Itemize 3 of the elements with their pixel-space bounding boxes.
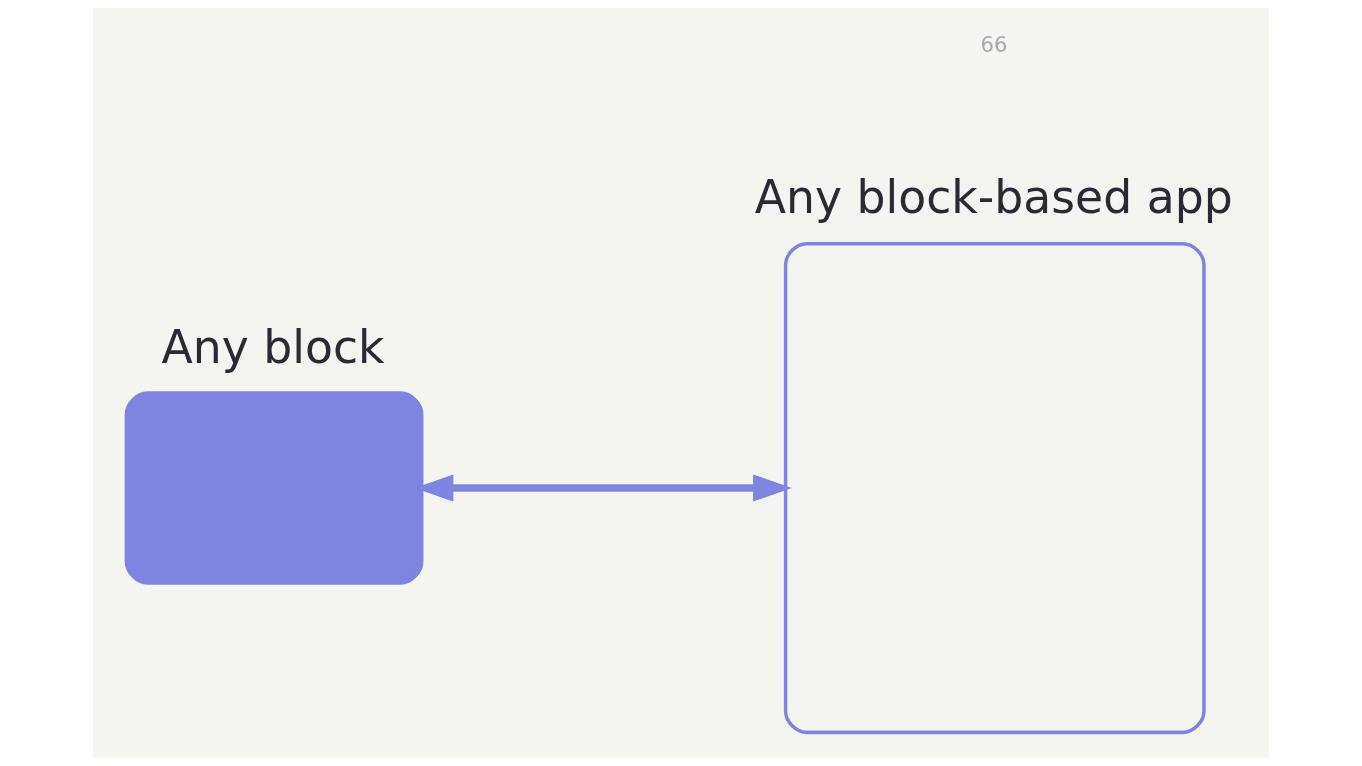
node-label: Any block-based app	[754, 171, 1233, 225]
label: 66	[980, 32, 1008, 58]
node-label: Any block	[161, 320, 385, 374]
